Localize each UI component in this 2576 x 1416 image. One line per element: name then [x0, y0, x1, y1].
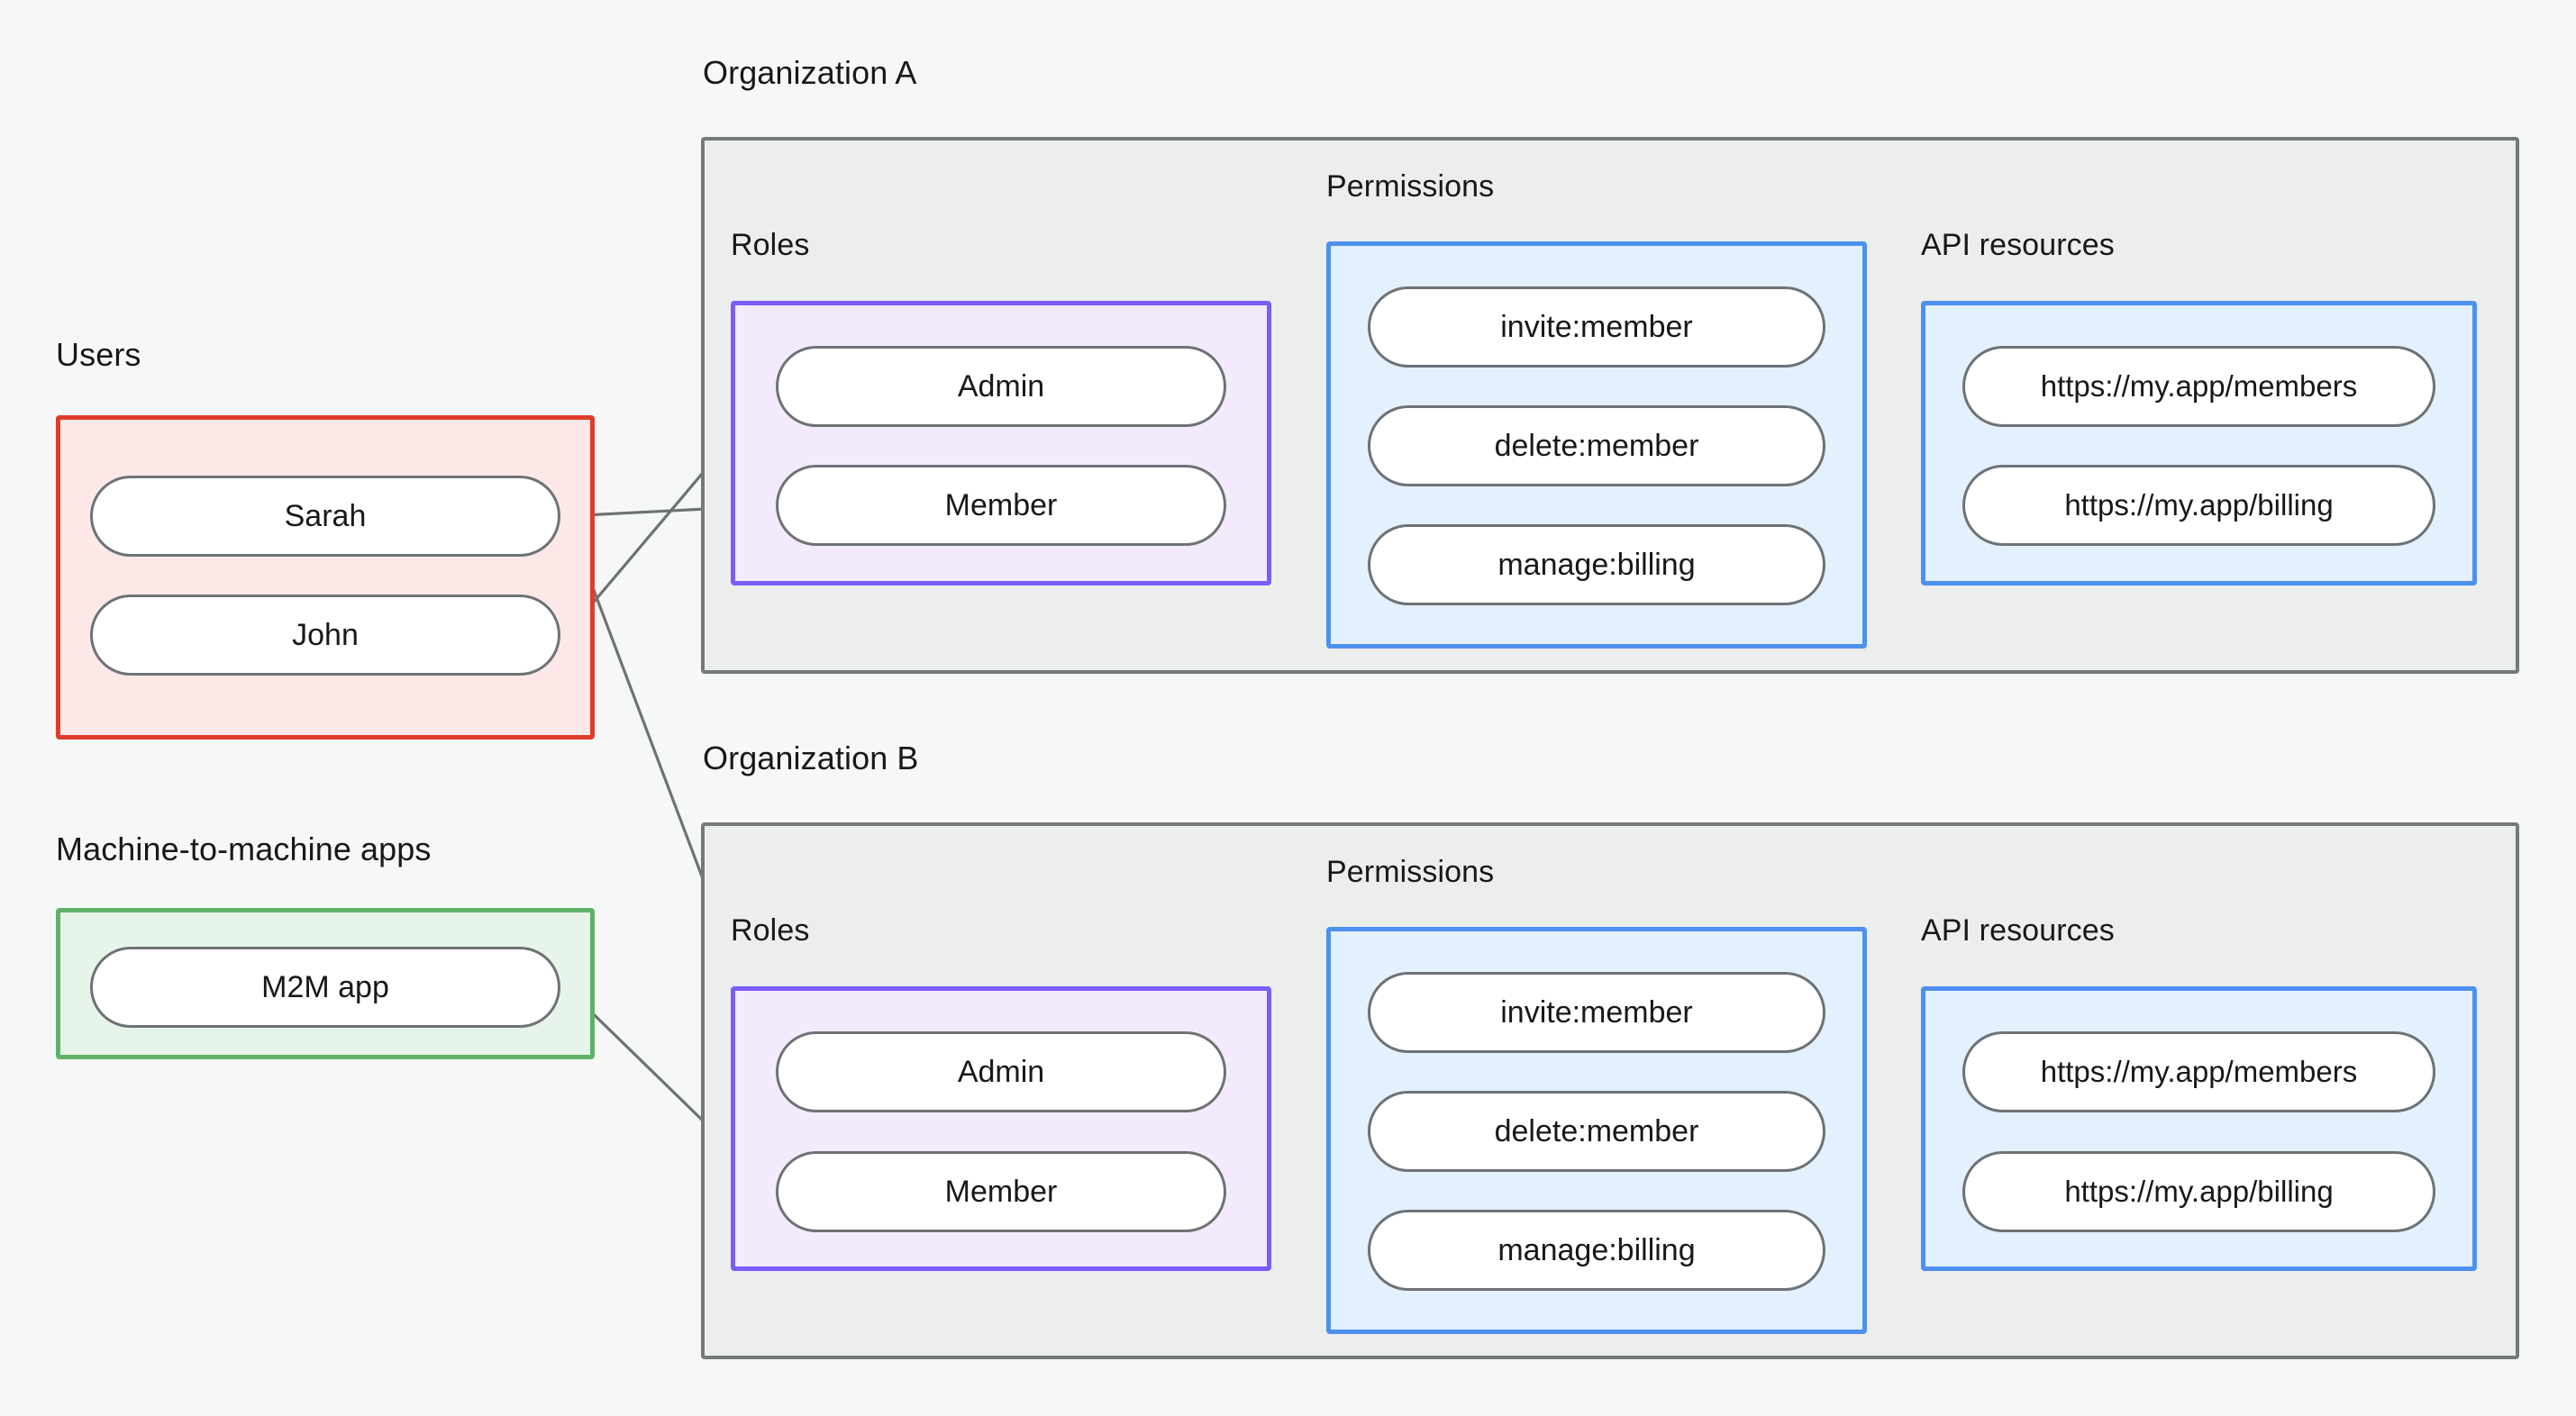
- org-b-permission-invite-member[interactable]: invite:member: [1368, 972, 1825, 1053]
- permission-label: delete:member: [1494, 428, 1699, 463]
- org-b-permission-manage-billing[interactable]: manage:billing: [1368, 1210, 1825, 1291]
- org-a-role-member[interactable]: Member: [776, 465, 1226, 546]
- org-a-permission-invite-member[interactable]: invite:member: [1368, 286, 1825, 368]
- permission-label: manage:billing: [1497, 1232, 1696, 1267]
- permission-label: invite:member: [1500, 994, 1693, 1030]
- permission-label: manage:billing: [1497, 547, 1696, 582]
- api-resource-label: https://my.app/billing: [2064, 488, 2334, 522]
- user-node-sarah[interactable]: Sarah: [90, 476, 560, 557]
- org-b-caption: Organization B: [703, 740, 919, 776]
- m2m-caption: Machine-to-machine apps: [56, 831, 432, 867]
- org-a-caption: Organization A: [703, 54, 917, 91]
- org-b-api-billing[interactable]: https://my.app/billing: [1962, 1151, 2435, 1232]
- org-a-api-caption: API resources: [1921, 228, 2115, 262]
- m2m-node-app[interactable]: M2M app: [90, 947, 560, 1028]
- permission-label: delete:member: [1494, 1113, 1699, 1148]
- org-b-role-member[interactable]: Member: [776, 1151, 1226, 1232]
- org-b-roles-caption: Roles: [731, 913, 810, 948]
- org-b-api-members[interactable]: https://my.app/members: [1962, 1031, 2435, 1112]
- users-caption: Users: [56, 336, 141, 373]
- org-b-role-admin[interactable]: Admin: [776, 1031, 1226, 1112]
- org-a-api-billing[interactable]: https://my.app/billing: [1962, 465, 2435, 546]
- org-a-role-admin[interactable]: Admin: [776, 346, 1226, 427]
- org-a-api-members[interactable]: https://my.app/members: [1962, 346, 2435, 427]
- m2m-node-label: M2M app: [261, 969, 389, 1004]
- api-resource-label: https://my.app/members: [2040, 369, 2358, 403]
- org-a-permissions-caption: Permissions: [1326, 169, 1495, 204]
- org-a-permission-manage-billing[interactable]: manage:billing: [1368, 524, 1825, 605]
- org-a-roles-caption: Roles: [731, 228, 810, 262]
- user-node-john[interactable]: John: [90, 595, 560, 676]
- org-b-api-caption: API resources: [1921, 913, 2115, 948]
- org-b-permissions-caption: Permissions: [1326, 855, 1495, 889]
- permission-label: invite:member: [1500, 309, 1693, 344]
- role-label: Member: [944, 487, 1058, 522]
- api-resource-label: https://my.app/billing: [2064, 1175, 2334, 1208]
- org-a-permission-delete-member[interactable]: delete:member: [1368, 405, 1825, 486]
- role-label: Admin: [957, 368, 1045, 404]
- role-label: Member: [944, 1174, 1058, 1209]
- user-node-label: Sarah: [284, 498, 367, 533]
- users-group-box: [56, 415, 595, 740]
- api-resource-label: https://my.app/members: [2040, 1055, 2358, 1088]
- org-b-permission-delete-member[interactable]: delete:member: [1368, 1091, 1825, 1172]
- role-label: Admin: [957, 1054, 1045, 1089]
- user-node-label: John: [292, 617, 359, 652]
